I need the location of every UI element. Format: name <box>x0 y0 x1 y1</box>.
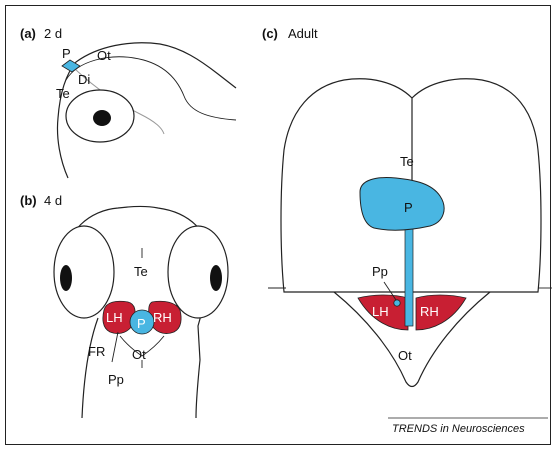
panel-c-label-rh: RH <box>420 304 439 319</box>
panel-b-letter: (b) <box>20 193 37 208</box>
panel-b-label-pp: Pp <box>108 372 124 387</box>
panel-a-pupil <box>93 110 111 126</box>
panel-c-letter: (c) <box>262 26 278 41</box>
panel-b: (b) 4 d Te LH P RH FR Ot Pp <box>20 193 228 418</box>
panel-c-label-ot: Ot <box>398 348 412 363</box>
panel-b-left-pupil <box>60 265 72 291</box>
panel-c-pineal-stalk <box>405 226 413 326</box>
panel-b-label-fr: FR <box>88 344 105 359</box>
panel-b-right-pupil <box>210 265 222 291</box>
panel-a-label-te: Te <box>56 86 70 101</box>
panel-c-pineal <box>360 178 444 231</box>
panel-b-label-te: Te <box>134 264 148 279</box>
credit-text: TRENDS in Neurosciences <box>392 423 525 435</box>
panel-c-label-pp: Pp <box>372 264 388 279</box>
panel-b-label-p: P <box>137 316 146 331</box>
panel-a: (a) 2 d P Ot Di Te <box>20 26 236 178</box>
panel-b-label-lh: LH <box>106 310 123 325</box>
panel-c-label-lh: LH <box>372 304 389 319</box>
panel-b-label-ot: Ot <box>132 347 146 362</box>
panel-a-label-ot: Ot <box>97 48 111 63</box>
panel-b-stage: 4 d <box>44 193 62 208</box>
panel-c-label-p: P <box>404 200 413 215</box>
panel-a-letter: (a) <box>20 26 36 41</box>
panel-a-label-di: Di <box>78 72 90 87</box>
panel-b-pp-leader <box>112 332 118 362</box>
panel-c-label-te: Te <box>400 154 414 169</box>
panel-a-label-p: P <box>62 46 71 61</box>
panel-b-label-rh: RH <box>153 310 172 325</box>
panel-c-parapineal <box>394 300 400 306</box>
panel-c-stage: Adult <box>288 26 318 41</box>
panel-c: (c) Adult Te P Pp LH RH Ot <box>262 26 552 387</box>
panel-a-stage: 2 d <box>44 26 62 41</box>
panel-b-body-left <box>82 318 98 418</box>
